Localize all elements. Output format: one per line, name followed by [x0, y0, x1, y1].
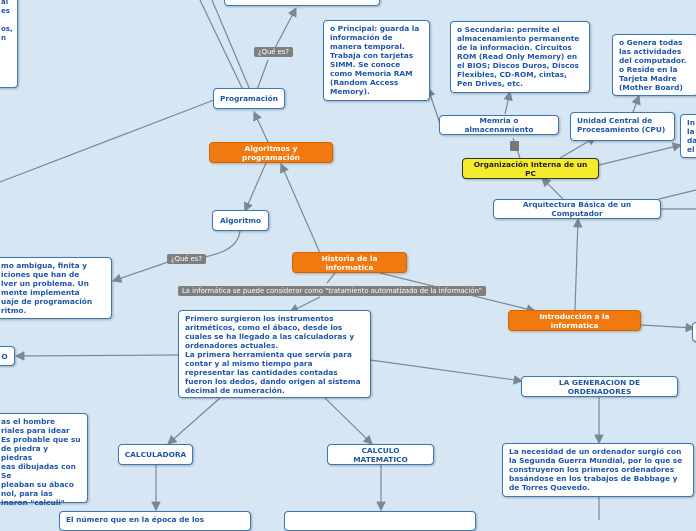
node-definicion-algoritmo[interactable]: mo ambigua, finita y iciones que han de … [0, 257, 112, 319]
node-memoria-almacenamiento[interactable]: Memria o almacenamiento [439, 115, 559, 135]
tag-informatica-definicion: La informática se puede considerar como … [178, 286, 487, 296]
node-calculadora[interactable]: CALCULADORA [118, 444, 193, 465]
node-left-partial[interactable]: O [0, 346, 15, 366]
node-memoria-secundaria[interactable]: o Secundaria: permite el almacenamiento … [450, 21, 590, 93]
node-right-partial[interactable]: In la da el [680, 114, 696, 158]
node-algoritmos-programacion[interactable]: Algoritmos y programación [209, 142, 333, 163]
node-primeros-instrumentos[interactable]: Primero surgieron los instrumentos aritm… [178, 310, 371, 398]
node-algoritmo[interactable]: Algoritmo [212, 210, 269, 231]
node-necesidad-ordenador[interactable]: La necesidad de un ordenador surgió con … [502, 443, 694, 497]
node-programacion[interactable]: Programación [213, 88, 285, 109]
node-hombre-partial[interactable]: as el hombre riales para idear Es probab… [0, 413, 88, 507]
node-organizacion-interna[interactable]: Organización Interna de un PC [462, 158, 599, 179]
node-bottom-left-partial[interactable]: El número que en la época de los [59, 511, 251, 531]
node-right-partial-2[interactable] [692, 322, 696, 342]
node-bottom-middle-partial[interactable] [284, 511, 476, 531]
tag-que-es-1: ¿Qué es? [254, 47, 293, 57]
node-memoria-principal[interactable]: o Principal: guarda la información de ma… [323, 20, 430, 101]
node-arquitectura-basica[interactable]: Arquitectura Básica de un Computador [493, 199, 661, 219]
node-historia-informatica[interactable]: Historia de la informatica [292, 252, 407, 273]
node-top-left-partial[interactable]: al es os, n [0, 0, 18, 88]
node-introduccion-informatica[interactable]: Introducción a la informatica [508, 310, 641, 331]
node-ucp-genera[interactable]: o Genera todas las actividades del compu… [612, 34, 696, 96]
node-top-partial[interactable] [224, 0, 380, 6]
node-generacion-ordenadores[interactable]: LA GENERACION DE ORDENADORES [521, 376, 678, 397]
node-calculo-matematico[interactable]: CALCULO MATEMATICO [327, 444, 434, 465]
collapse-marker[interactable] [510, 141, 519, 151]
node-unidad-central[interactable]: Unidad Central de Procesamiento (CPU) [570, 112, 675, 141]
tag-que-es-2: ¿Qué es? [167, 254, 206, 264]
